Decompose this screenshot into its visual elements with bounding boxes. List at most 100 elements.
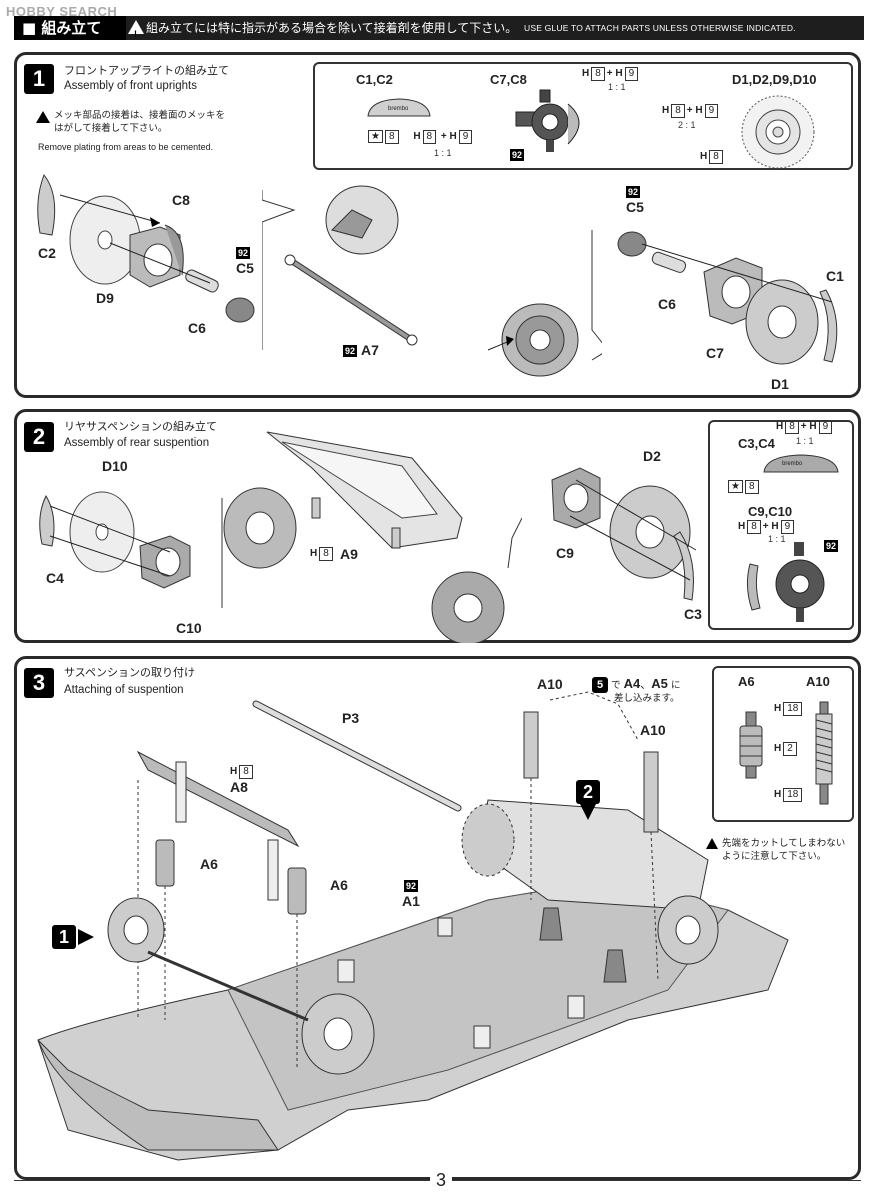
step2-right-assembly [551, 467, 697, 601]
step2-title-en: Assembly of rear suspention [64, 437, 210, 449]
caliper-brand: brembo [782, 461, 803, 467]
step1-right-assembly [617, 231, 838, 365]
step2-inset [708, 420, 854, 630]
step3-title-en: Attaching of suspention [64, 684, 184, 696]
part-c10: C10 [176, 620, 202, 636]
part-c1: C1 [826, 268, 844, 284]
step1-title-en: Assembly of front uprights [64, 80, 197, 92]
upright-drawing [515, 89, 580, 152]
star-icon: ★ [368, 130, 383, 143]
step1-number: 1 [24, 64, 54, 94]
shock-a6-drawing [739, 711, 763, 779]
inset-d-label: D1,D2,D9,D10 [732, 72, 817, 87]
brake-disc-drawing [741, 95, 815, 169]
inset-c9c10-label: C9,C10 [748, 504, 793, 519]
part-c2: C2 [38, 245, 56, 261]
part-a9: A9 [340, 546, 358, 562]
step3-number: 3 [24, 668, 54, 698]
part-d10: D10 [102, 458, 128, 474]
inset-c9c10-tag: 92 [824, 540, 839, 552]
part-a10a: A10 [537, 676, 563, 692]
inset-c3c4-ratio: 1 : 1 [796, 436, 814, 446]
part-a1: A1 [402, 893, 420, 909]
part-a6a: A6 [200, 856, 218, 872]
part-c6b: C6 [658, 296, 676, 312]
plating-note-jp: メッキ部品の接着は、接着面のメッキを はがして接着して下さい。 [54, 110, 226, 134]
inset-c3c4-star: ★8 [728, 480, 761, 494]
inset-c9c10-ratio: 1 : 1 [768, 534, 786, 544]
inset-c1c2-ratio: 1 : 1 [434, 148, 452, 158]
watermark: HOBBY SEARCH [6, 4, 118, 19]
note-step5: 5 で A4、A5 に [592, 677, 680, 693]
step1-inset [313, 62, 853, 170]
part-c6a: C6 [188, 320, 206, 336]
part-d1: D1 [771, 376, 789, 392]
part-a8: A8 [230, 779, 248, 795]
part-p3: P3 [342, 710, 360, 726]
step3-inset [712, 666, 854, 822]
page-number: 3 [430, 1170, 453, 1191]
step1-mid-assembly [262, 185, 602, 377]
inset-c1c2-label: C1,C2 [356, 72, 393, 87]
part-c4: C4 [46, 570, 64, 586]
svg-text:brembo: brembo [388, 106, 409, 112]
part-d2: D2 [643, 448, 661, 464]
caliper-rear-drawing [763, 454, 839, 473]
rear-upright-drawing [746, 542, 825, 622]
cut-warning-icon [706, 838, 718, 849]
section-title: ■ 組み立て [14, 16, 126, 40]
part-d9: D9 [96, 290, 114, 306]
part-c5a: C5 [236, 260, 254, 276]
ref-step1: 1 [52, 925, 76, 949]
caliper-drawing: brembo [367, 98, 431, 117]
step1-left-assembly [37, 174, 255, 323]
part-c8: C8 [172, 192, 190, 208]
star-icon: ★ [728, 480, 743, 493]
ref-step2: 2 [576, 780, 600, 804]
part-a10b: A10 [640, 722, 666, 738]
plating-note-en: Remove plating from areas to be cemented… [38, 142, 214, 152]
step2-number: 2 [24, 422, 54, 452]
inset-d-ratio: 2 : 1 [678, 120, 696, 130]
header-bar: 組み立てには特に指示がある場合を除いて接着剤を使用して下さい。 USE GLUE… [126, 16, 864, 46]
inset-c7c8-label: C7,C8 [490, 72, 527, 87]
part-c5b-tag: 92 [626, 186, 641, 198]
part-a7-tag: 92 [343, 345, 358, 357]
part-a1-tag: 92 [404, 880, 419, 892]
part-c5a-tag: 92 [236, 247, 251, 259]
part-a7: A7 [361, 342, 379, 358]
inset-a6-label: A6 [738, 674, 755, 689]
inset-c7c8-tag: 92 [510, 149, 525, 161]
part-c9: C9 [556, 545, 574, 561]
chassis-assembly [37, 691, 789, 1161]
part-c3: C3 [684, 606, 702, 622]
step1-title-jp: フロントアップライトの組み立て [64, 64, 229, 77]
ref-step1-arrow [78, 929, 94, 945]
note-step5-b: 差し込みます。 [614, 693, 680, 704]
instruction-en: USE GLUE TO ATTACH PARTS UNLESS OTHERWIS… [524, 23, 796, 33]
part-a6b: A6 [330, 877, 348, 893]
warning-icon [128, 20, 144, 46]
step2-left-assembly [39, 491, 191, 589]
step2-title-jp: リヤサスペンションの組み立て [64, 420, 218, 433]
part-c7: C7 [706, 345, 724, 361]
inset-a10-label: A10 [806, 674, 830, 689]
part-c5b: C5 [626, 199, 644, 215]
inset-c7c8-ratio: 1 : 1 [608, 82, 626, 92]
cut-note: 先端をカットしてしまわない ように注意して下さい。 [722, 838, 846, 862]
instruction-jp: 組み立てには特に指示がある場合を除いて接着剤を使用して下さい。 [146, 21, 518, 35]
step2-mid-assembly [221, 431, 522, 643]
inset-c3c4-label: C3,C4 [738, 436, 775, 451]
plating-warning-icon [36, 111, 50, 123]
